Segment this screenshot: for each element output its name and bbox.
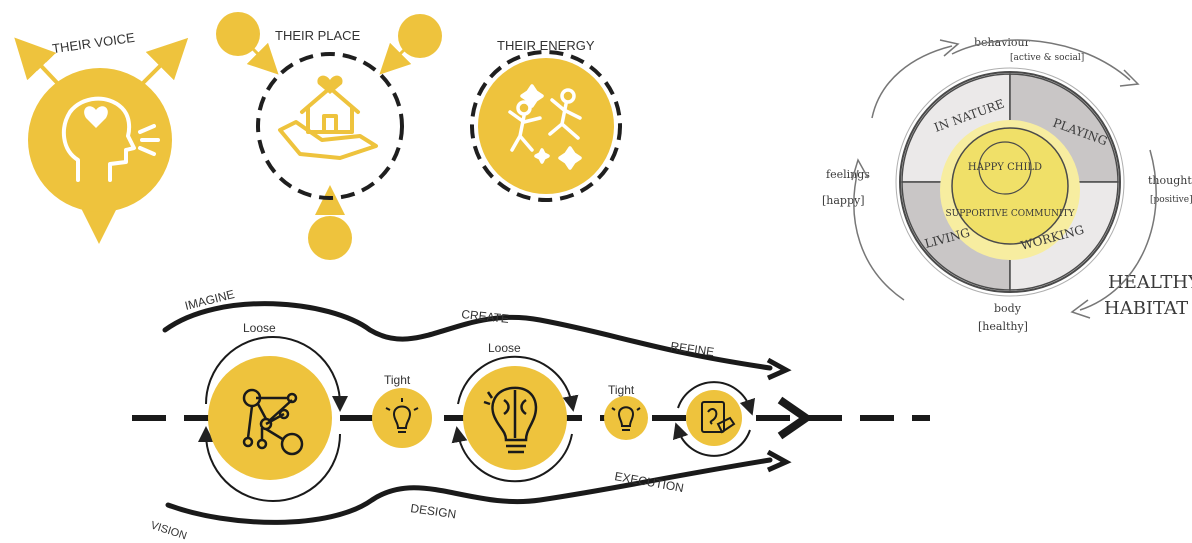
- phase-vision: VISION: [149, 519, 188, 542]
- energy-label: THEIR ENERGY: [497, 38, 595, 53]
- habitat-cycle-arrows: [851, 39, 1157, 319]
- stage-tight-2: Tight: [604, 383, 648, 440]
- axis-top-1: behaviour: [974, 36, 1031, 49]
- network-nodes-icon: [242, 388, 304, 456]
- their-place-group: THEIR PLACE: [216, 12, 442, 260]
- their-voice-group: THEIR VOICE: [14, 30, 189, 244]
- hand-drawing-icon: [701, 401, 736, 434]
- lower-brush-line: [165, 457, 773, 525]
- axis-left-1: feelings: [826, 168, 870, 181]
- lower-arrowhead: [766, 449, 792, 473]
- axis-bottom-2: [healthy]: [978, 320, 1028, 333]
- energy-circle: [478, 58, 614, 194]
- center-bottom-label: SUPPORTIVE COMMUNITY: [945, 209, 1075, 219]
- place-label: THEIR PLACE: [275, 28, 361, 43]
- stage-3-label: Loose: [488, 341, 521, 355]
- voice-circle: [28, 68, 172, 212]
- stage-1-label: Loose: [243, 321, 276, 335]
- hand-house-heart-icon: [278, 75, 378, 160]
- axis-right-2: [positive]: [1150, 195, 1192, 205]
- phase-execution: EXECUTION: [613, 469, 684, 495]
- stage-loose-2: Loose: [451, 341, 579, 483]
- stage-tight-1: Tight: [372, 373, 432, 448]
- axis-bottom-1: body: [994, 302, 1022, 315]
- stage-2-label: Tight: [384, 373, 411, 387]
- habitat-center: [951, 127, 1069, 245]
- phase-design: DESIGN: [410, 501, 458, 521]
- people-jumping-sparkles-icon: [508, 84, 582, 170]
- stage-refine: [672, 381, 756, 457]
- stage-loose-1: Loose: [198, 321, 348, 502]
- habitat-title-1: HEALTHY: [1108, 272, 1192, 293]
- brain-lightbulb-icon: [483, 386, 538, 454]
- stage-4-label: Tight: [608, 383, 635, 397]
- lightbulb-icon: [385, 398, 419, 433]
- axis-right-1: thoughts: [1148, 174, 1192, 187]
- phase-refine: REFINE: [670, 339, 716, 359]
- axis-left-2: [happy]: [822, 194, 865, 207]
- lightbulb-icon: [611, 406, 641, 431]
- process-diagram: IMAGINE CREATE REFINE VISION DESIGN EXEC…: [132, 287, 930, 542]
- phase-create: CREATE: [461, 307, 510, 326]
- axis-top-2: [active & social]: [1010, 53, 1084, 63]
- voice-label: THEIR VOICE: [51, 30, 136, 56]
- place-dot-bottom: [308, 216, 352, 260]
- their-energy-group: THEIR ENERGY: [470, 38, 622, 202]
- upper-brush-line: [162, 301, 773, 371]
- place-dashed-circle: [256, 52, 404, 200]
- head-heart-speaking-icon: [61, 96, 160, 182]
- upper-arrowhead: [766, 357, 792, 381]
- energy-dashed-ring: [470, 50, 622, 202]
- axis-chevron: [777, 396, 814, 440]
- healthy-habitat-sketch: HAPPY CHILD SUPPORTIVE COMMUNITY IN NATU…: [822, 36, 1192, 333]
- center-top-label: HAPPY CHILD: [968, 162, 1042, 173]
- habitat-title-2: HABITAT: [1104, 298, 1188, 319]
